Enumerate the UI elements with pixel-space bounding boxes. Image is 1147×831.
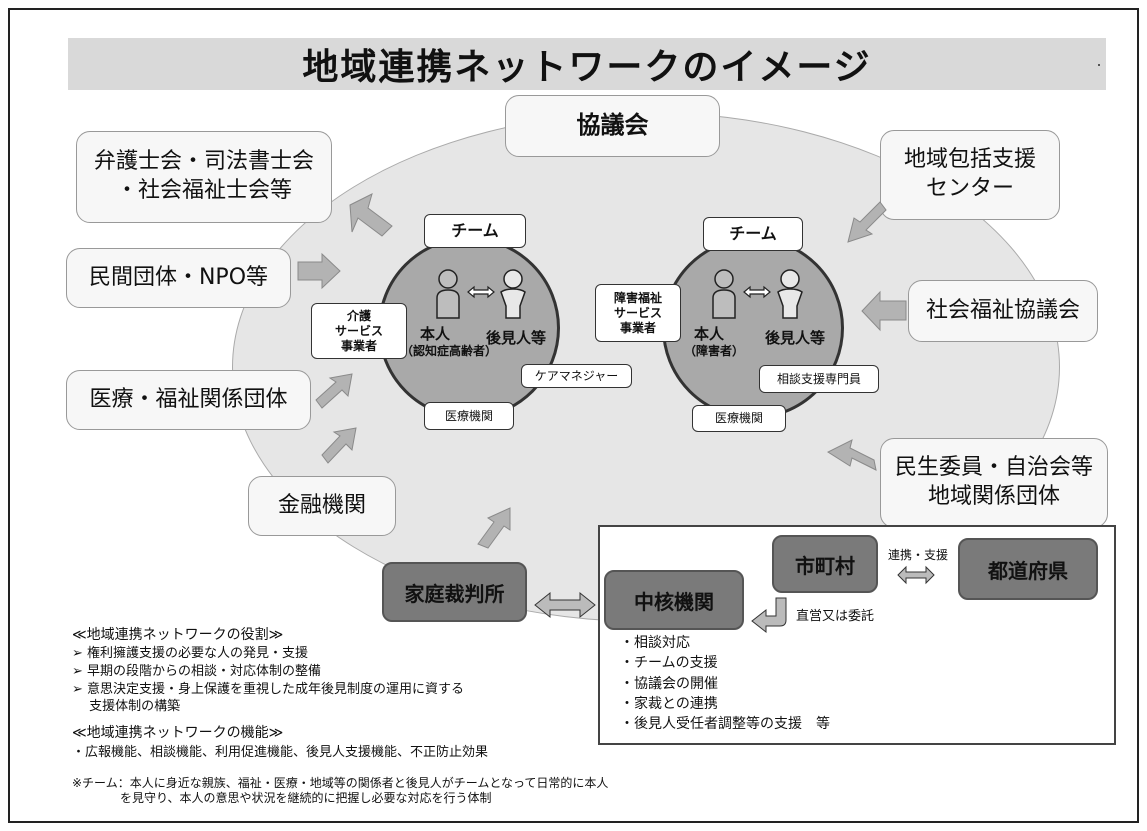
team-right-person: 本人 (694, 325, 725, 343)
core-functions-list: ・相談対応 ・チームの支援 ・協議会の開催 ・家裁との連携 ・後見人受任者調整等… (620, 635, 830, 733)
team-left-person: 本人 (420, 325, 451, 343)
team-right-guardian: 後見人等 (765, 329, 826, 347)
arrow-icon (847, 201, 887, 243)
arrow-icon (349, 193, 393, 237)
core-agency-box: 中核機関 (604, 570, 744, 630)
finance-box: 金融機関 (248, 476, 396, 536)
team-left-label: チーム (424, 214, 526, 248)
team-right-label: チーム (703, 217, 803, 251)
team-right-medical-box: 医療機関 (692, 405, 786, 432)
arrow-icon (861, 290, 907, 332)
functions-text: ・広報機能、相談機能、利用促進機能、後見人支援機能、不正防止効果 (72, 745, 489, 760)
municipality-box: 市町村 (772, 535, 878, 593)
link-support-label: 連携・支援 (888, 548, 949, 562)
disability-service-box: 障害福祉 サービス 事業者 (595, 284, 681, 342)
double-arrow-icon (467, 285, 495, 299)
arrow-icon (297, 252, 341, 290)
team-right-person-note: （障害者） (684, 344, 745, 358)
arrow-icon (477, 507, 511, 549)
team-left-guardian: 後見人等 (486, 329, 547, 347)
community-volunteers-box: 民生委員・自治会等 地域関係団体 (880, 438, 1108, 528)
team-left-person-note: （認知症高齢者） (401, 344, 498, 358)
council-box: 協議会 (505, 95, 720, 157)
role-item: ➢ 意思決定支援・身上保護を重視した成年後見制度の運用に資する 支援体制の構築 (72, 682, 465, 714)
care-service-box: 介護 サービス 事業者 (311, 303, 407, 359)
slide-frame (8, 8, 1139, 823)
direct-or-outsourced-label: 直営又は委託 (796, 609, 875, 624)
arrow-icon (826, 439, 877, 471)
medical-welfare-box: 医療・福祉関係団体 (66, 370, 311, 430)
slide-title: 地域連携ネットワークのイメージ (68, 38, 1106, 90)
team-footnote: ※チーム：本人に身近な親族、福祉・医療・地域等の関係者と後見人がチームとなって日… (72, 776, 609, 805)
person-icon (712, 269, 736, 319)
arrow-icon (321, 427, 357, 464)
guardian-icon (500, 269, 526, 319)
team-left-medical-box: 医療機関 (424, 402, 514, 430)
bent-arrow-icon (751, 597, 787, 634)
prefecture-box: 都道府県 (958, 538, 1098, 600)
lawyers-box: 弁護士会・司法書士会 ・社会福祉士会等 (76, 131, 332, 223)
double-arrow-icon (534, 591, 596, 619)
guardian-icon (777, 269, 803, 319)
functions-title: ≪地域連携ネットワークの機能≫ (72, 725, 284, 741)
consultant-box: 相談支援専門員 (759, 365, 879, 393)
care-manager-box: ケアマネジャー (521, 364, 632, 388)
roles-title: ≪地域連携ネットワークの役割≫ (72, 627, 284, 643)
private-groups-box: 民間団体・NPO等 (66, 248, 291, 308)
arrow-icon (315, 373, 353, 409)
social-welfare-council-box: 社会福祉協議会 (908, 280, 1098, 342)
person-icon (436, 269, 460, 319)
role-item: ➢ 権利擁護支援の必要な人の発見・支援 (72, 646, 309, 661)
double-arrow-icon (743, 285, 771, 299)
double-arrow-icon (897, 565, 935, 585)
family-court-box: 家庭裁判所 (382, 562, 527, 622)
role-item: ➢ 早期の段階からの相談・対応体制の整備 (72, 664, 322, 679)
community-center-box: 地域包括支援 センター (880, 130, 1060, 220)
stray-dot (1098, 64, 1100, 66)
